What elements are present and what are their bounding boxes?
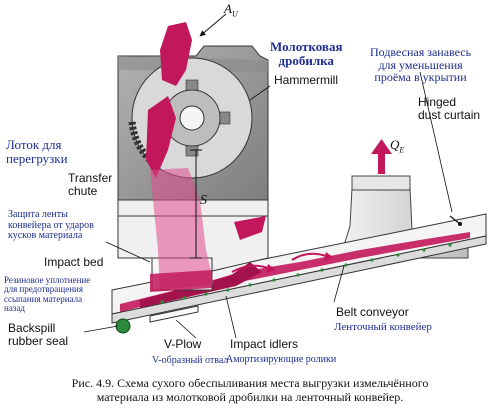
inlet-airflow-arrow (199, 13, 227, 37)
spacing-dimension (190, 149, 202, 259)
v-plow (149, 305, 199, 323)
curtain-ru-label: Подвесная занавесь для уменьшения проёма… (370, 46, 471, 84)
impactbed-ru-label: Защита ленты конвейера от ударов кусков … (8, 209, 94, 242)
hammermill-en-label: Hammermill (274, 73, 338, 87)
seal-en-line2: rubber seal (8, 333, 69, 348)
dust-curtain (449, 215, 462, 226)
belt-ru-label: Ленточный конвейер (334, 321, 432, 333)
seal-ru-line3: ссыпания материала (4, 293, 83, 304)
spacing-label: S (200, 193, 207, 208)
seal-ru-label: Резиновое уплотнение для предотвращения … (4, 275, 91, 314)
hammermill-ru-line2: дробилка (278, 52, 334, 68)
hammermill-ru-line1: Молотковая (270, 39, 343, 54)
curtain-ru-line1: Подвесная занавесь (370, 45, 472, 59)
chute-ru-label: Лоток для перегрузки (6, 138, 68, 165)
curtain-ru-line2: для уменьшения (378, 57, 463, 72)
exhaust-airflow-arrow (371, 139, 392, 174)
caption-line1: Рис. 4.9. Схема сухого обеспыливания мес… (71, 376, 429, 390)
impactbed-ru-line2: конвейера от ударов (8, 219, 94, 231)
chute-en-line1: Transfer (68, 171, 113, 185)
seal-en-line1: Backspill (8, 321, 56, 335)
airflow-out-symbol: Q (390, 137, 400, 152)
curtain-en-line2: dust curtain (418, 107, 481, 122)
airflow-out-label: QE (390, 138, 404, 155)
belt-en-label: Belt conveyor (336, 305, 409, 319)
curtain-en-line1: Hinged (418, 95, 457, 109)
seal-ru-line1: Резиновое уплотнение (4, 275, 91, 285)
seal-ru-line2: для предотвращения (4, 284, 83, 295)
seal-en-label: Backspill rubber seal (8, 322, 68, 347)
hammermill-ru-label: Молотковая дробилка (270, 40, 342, 67)
chute-ru-line2: перегрузки (6, 150, 68, 166)
vplow-en-label: V-Plow (164, 337, 202, 351)
belt-direction-arrows (231, 252, 334, 273)
impact-idlers (160, 243, 452, 304)
figure-caption: Рис. 4.9. Схема сухого обеспыливания мес… (0, 376, 500, 404)
airflow-in-subscript: U (231, 9, 238, 19)
airflow-out-subscript: E (399, 145, 405, 155)
idlers-ru-label: Амортизирующие ролики (226, 354, 337, 365)
seal-ru-line4: назад (4, 303, 25, 314)
curtain-ru-line3: проёма в укрытии (374, 70, 467, 85)
airflow-in-label: AU (224, 2, 238, 19)
backspill-seal-roller (115, 318, 131, 334)
chute-ru-line1: Лоток для (6, 137, 62, 152)
impactbed-en-label: Impact bed (44, 255, 104, 269)
idlers-en-label: Impact idlers (230, 337, 299, 351)
curtain-en-label: Hinged dust curtain (418, 96, 480, 121)
chute-en-line2: chute (68, 183, 98, 198)
vplow-ru-label: V-образный отвал (152, 355, 229, 366)
airflow-in-symbol: A (224, 1, 232, 16)
caption-line2: материала из молотковой дробилки на лент… (96, 390, 404, 404)
impactbed-ru-line1: Защита ленты (8, 209, 68, 220)
leader-lines (83, 71, 453, 339)
material-stream (146, 22, 266, 292)
chute-en-label: Transfer chute (68, 172, 112, 197)
impactbed-ru-line3: кусков материала (8, 230, 83, 241)
